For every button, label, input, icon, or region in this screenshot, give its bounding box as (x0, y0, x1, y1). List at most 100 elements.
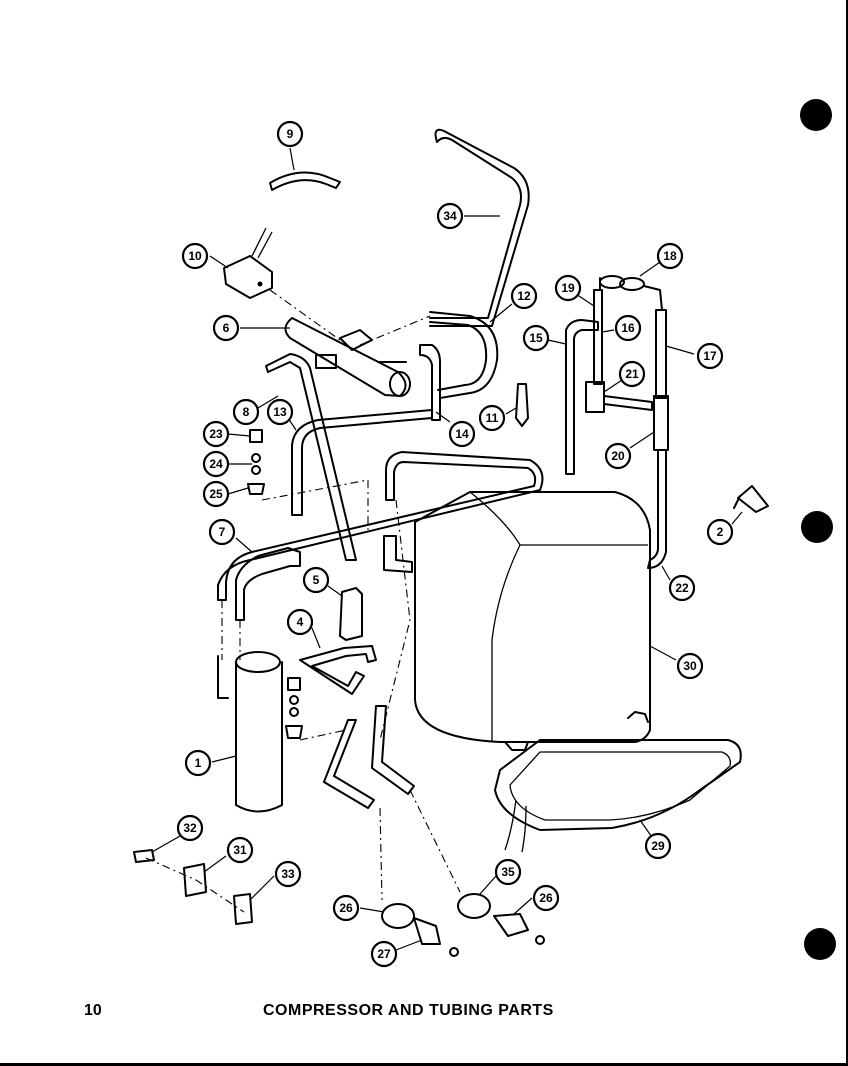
tube-13 (291, 409, 433, 516)
part-9-wire (269, 171, 341, 191)
leader-2 (731, 511, 743, 525)
tube-17 (655, 309, 667, 399)
svg-text:11: 11 (486, 411, 499, 425)
callout-7: 7 (208, 518, 236, 546)
tube-15 (565, 319, 599, 475)
assembly-line-valves (379, 789, 461, 901)
svg-text:25: 25 (209, 487, 223, 501)
svg-text:2: 2 (717, 525, 724, 539)
callout-14: 14 (448, 420, 476, 448)
scan-edge-right (846, 0, 848, 1066)
callout-23: 23 (202, 420, 230, 448)
assembly-line-fittings (261, 479, 369, 530)
callout-12: 12 (510, 282, 538, 310)
fitting-stack-left (247, 429, 265, 495)
leader-33 (249, 875, 275, 901)
leader-22 (661, 565, 671, 581)
callout-32: 32 (176, 814, 204, 842)
svg-text:14: 14 (455, 427, 469, 441)
leader-18 (639, 261, 661, 277)
tube-34 (429, 128, 530, 327)
part-31 (183, 863, 207, 897)
svg-text:34: 34 (443, 209, 457, 223)
part-32 (133, 849, 155, 863)
callout-20: 20 (604, 442, 632, 470)
leader-27 (395, 939, 423, 951)
leader-11 (505, 407, 517, 415)
svg-text:12: 12 (517, 289, 531, 303)
callout-35: 35 (494, 858, 522, 886)
svg-text:10: 10 (188, 249, 202, 263)
svg-text:19: 19 (561, 281, 575, 295)
svg-text:32: 32 (183, 821, 197, 835)
punch-hole-bottom (804, 928, 836, 960)
leader-32 (151, 835, 181, 853)
callout-21: 21 (618, 360, 646, 388)
callout-2: 2 (706, 518, 734, 546)
svg-text:4: 4 (297, 615, 304, 629)
leader-30 (649, 645, 677, 661)
svg-text:22: 22 (675, 581, 689, 595)
svg-text:5: 5 (313, 573, 320, 587)
tube-to-valve-35 (371, 705, 415, 795)
callout-16: 16 (614, 314, 642, 342)
callout-4: 4 (286, 608, 314, 636)
callout-25: 25 (202, 480, 230, 508)
leader-10 (209, 255, 229, 269)
assembly-line-10-6 (269, 289, 341, 341)
svg-text:7: 7 (219, 525, 226, 539)
leader-9 (289, 147, 295, 171)
svg-text:33: 33 (281, 867, 295, 881)
callout-31: 31 (226, 836, 254, 864)
callout-19: 19 (554, 274, 582, 302)
svg-text:30: 30 (683, 659, 697, 673)
svg-text:24: 24 (209, 457, 223, 471)
punch-hole-middle (801, 511, 833, 543)
assembly-line-34 (359, 315, 431, 346)
scan-edge-bottom (0, 1063, 848, 1066)
part-2-clip (733, 485, 769, 513)
service-valve-right (457, 893, 545, 945)
leader-20 (629, 431, 655, 449)
svg-text:13: 13 (273, 405, 287, 419)
service-valve-left (381, 903, 459, 957)
muffler-6 (284, 317, 411, 397)
tube-22 (647, 449, 667, 569)
assembly-line-filter (221, 600, 241, 660)
tube-7 (217, 451, 544, 601)
leader-31 (203, 855, 227, 873)
callout-5: 5 (302, 566, 330, 594)
svg-text:9: 9 (287, 127, 294, 141)
page-title: COMPRESSOR AND TUBING PARTS (263, 1002, 554, 1019)
svg-text:15: 15 (529, 331, 543, 345)
part-10-block (223, 227, 273, 299)
leader-12 (489, 303, 513, 323)
svg-text:21: 21 (625, 367, 639, 381)
filter-drier-1 (217, 651, 283, 813)
coil-18 (599, 275, 663, 311)
callout-26-left: 26 (332, 894, 360, 922)
callout-8: 8 (232, 398, 260, 426)
part-33 (233, 893, 253, 925)
leader-26a (359, 907, 385, 913)
svg-text:23: 23 (209, 427, 223, 441)
svg-text:29: 29 (651, 839, 665, 853)
leader-26b (513, 897, 533, 915)
assembly-line-small-parts (145, 857, 245, 913)
tube-to-valve-26a (323, 719, 375, 809)
callout-15: 15 (522, 324, 550, 352)
callout-6: 6 (212, 314, 240, 342)
svg-text:26: 26 (539, 891, 553, 905)
tube-5 (339, 587, 363, 641)
tube-8 (265, 353, 357, 561)
tube-12 (429, 311, 499, 399)
callout-26-right: 26 (532, 884, 560, 912)
svg-text:20: 20 (611, 449, 625, 463)
tube-19-16 (593, 289, 603, 385)
leader-1 (211, 755, 237, 763)
leader-15 (547, 339, 567, 345)
leader-25 (227, 487, 249, 495)
tube-20 (653, 395, 669, 451)
leader-16 (601, 329, 615, 333)
svg-text:27: 27 (377, 947, 391, 961)
